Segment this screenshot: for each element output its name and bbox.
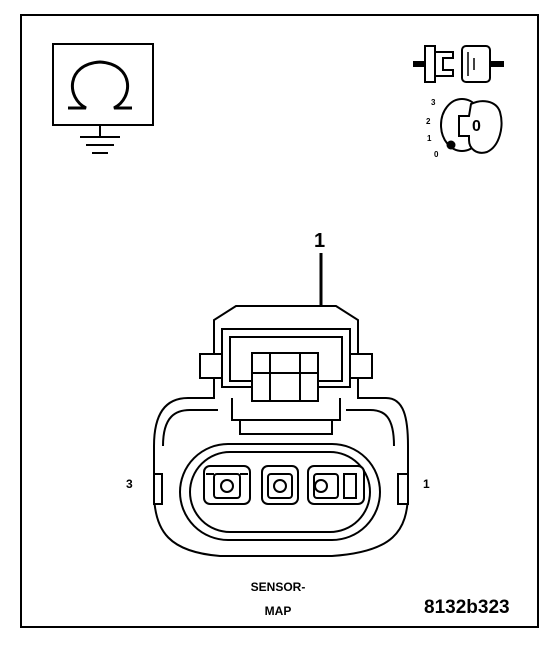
terminal-cavity-1 (307, 465, 365, 505)
ignition-position-2: 2 (426, 117, 431, 126)
caption-line-2: MAP (264, 604, 292, 618)
ignition-position-1: 1 (427, 134, 432, 143)
callout-number: 1 (314, 230, 326, 252)
caption-line-1: SENSOR- (250, 580, 306, 594)
terminal-cavity-3 (203, 465, 251, 505)
ohm-ground-icon (52, 43, 154, 154)
pin-label-right: 1 (423, 477, 430, 491)
ignition-position-0: 0 (434, 150, 439, 159)
figure-id: 8132b323 (424, 597, 510, 618)
disconnected-connector-icon (413, 45, 504, 83)
ignition-key-label: 0 (472, 118, 481, 135)
terminal-cavities (203, 465, 365, 505)
terminal-cavity-2 (261, 465, 299, 505)
map-sensor-connector (153, 305, 409, 557)
ignition-position-3: 3 (431, 98, 436, 107)
ignition-switch-off-icon (440, 98, 503, 154)
pin-label-left: 3 (126, 477, 133, 491)
diagram-frame (20, 14, 539, 628)
